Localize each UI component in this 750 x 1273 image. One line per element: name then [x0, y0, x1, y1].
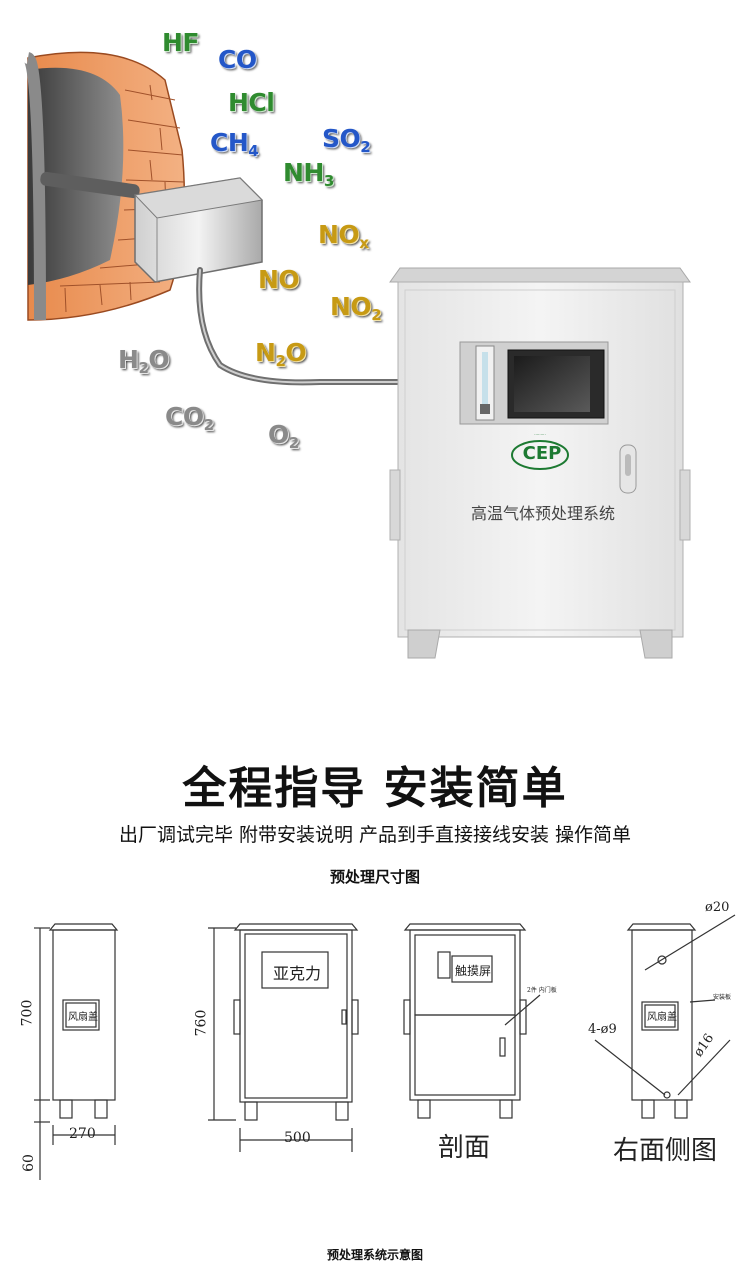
right-side-view — [594, 914, 736, 1119]
gas-label-nox: NOx — [318, 220, 369, 252]
left-panel-label: 风扇盖 — [68, 1012, 98, 1023]
svg-text:·········: ········· — [534, 432, 545, 437]
gas-label-hf: HF — [162, 28, 200, 57]
side-note: 安装板 — [713, 994, 732, 1001]
dim-left-width: 270 — [69, 1126, 96, 1142]
gas-label-n2o: N2O — [255, 338, 307, 370]
side-dia-top: ø20 — [705, 900, 730, 915]
dim-front-width: 500 — [284, 1130, 311, 1146]
gas-label-ch4: CH4 — [210, 128, 259, 160]
left-view — [34, 923, 119, 1180]
cabinet: ········· — [389, 267, 691, 659]
hero-illustration: ········· HF CO HCl CH4 SO2 NH3 NOx NO N… — [23, 28, 691, 659]
hero-drawing: ········· — [23, 51, 691, 659]
dim-left-bottom: 60 — [20, 1154, 37, 1172]
side-caption: 右面侧图 — [613, 1136, 718, 1166]
dimension-drawings: 700 60 270 风扇盖 760 500 亚克力 触摸屏 2件 内门板 剖面… — [0, 890, 750, 1240]
footer-caption: 预处理系统示意图 — [326, 1248, 423, 1262]
section-view — [403, 923, 541, 1119]
dim-front-height: 760 — [193, 1009, 210, 1037]
section-note: 2件 内门板 — [527, 987, 557, 994]
gas-label-no: NO — [258, 265, 300, 294]
section-screen-label: 触摸屏 — [455, 964, 492, 978]
section-caption: 剖面 — [438, 1133, 491, 1163]
sampling-probe — [40, 171, 264, 283]
dim-left-height: 700 — [19, 999, 36, 1027]
front-view — [208, 923, 359, 1152]
side-holes: 4-ø9 — [588, 1022, 617, 1037]
gas-label-co: CO — [218, 45, 257, 74]
gas-label-o2: O2 — [268, 420, 299, 452]
cabinet-title: 高温气体预处理系统 — [470, 504, 615, 523]
side-panel-label: 风扇盖 — [647, 1012, 677, 1023]
gas-label-so2: SO2 — [322, 124, 371, 156]
front-panel-label: 亚克力 — [273, 964, 322, 983]
dimension-title: 预处理尺寸图 — [329, 868, 420, 886]
subline: 出厂调试完毕 附带安装说明 产品到手直接接线安装 操作简单 — [118, 824, 632, 846]
gas-label-co2: CO2 — [165, 402, 214, 434]
cep-logo: CEP — [522, 443, 562, 464]
gas-label-nh3: NH3 — [283, 158, 334, 190]
gas-label-h2o: H2O — [118, 345, 170, 377]
gas-label-no2: NO2 — [330, 292, 382, 324]
drawings-svg — [34, 914, 736, 1180]
gas-label-hcl: HCl — [228, 88, 275, 117]
headline: 全程指导 安装简单 — [182, 763, 568, 814]
